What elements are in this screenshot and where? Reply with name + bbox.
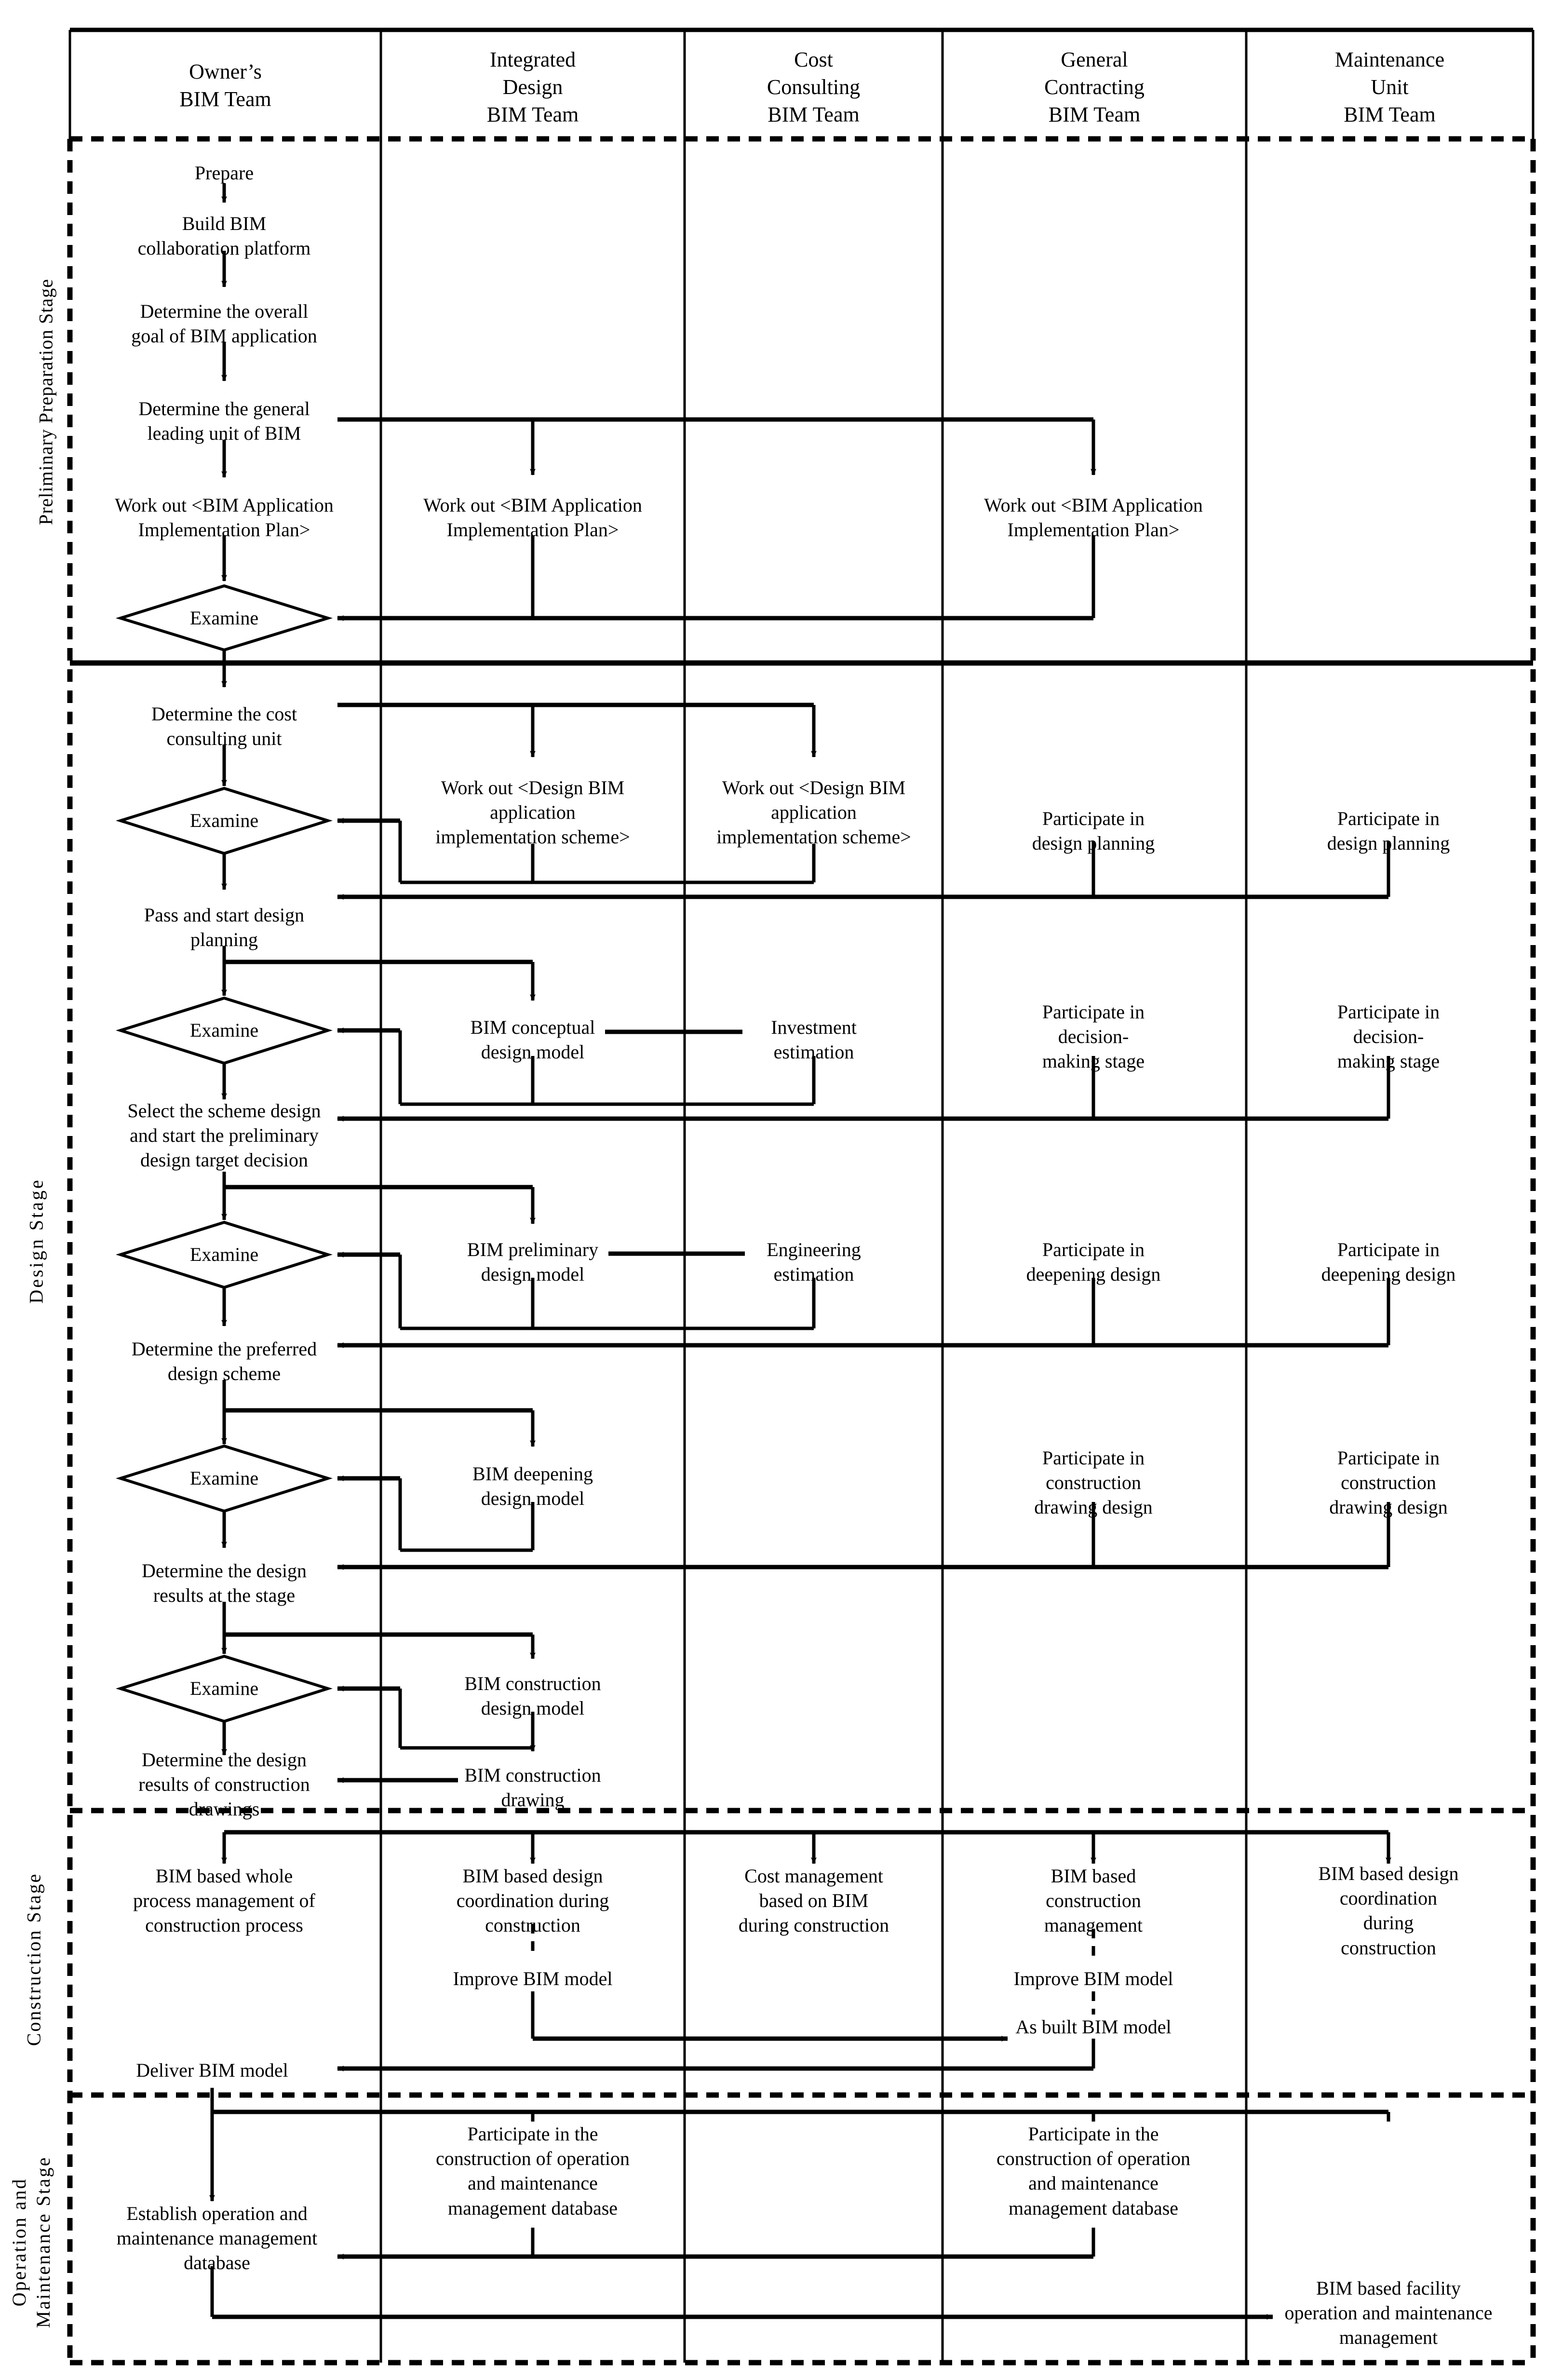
examine-diamond xyxy=(115,786,333,855)
table-frame xyxy=(68,27,1535,139)
stage-label-design: Design Stage xyxy=(25,1178,47,1304)
node-determine-design-results-drawings: Determine the design results of construc… xyxy=(138,1749,310,1820)
node-general-participate-deepening-design: Participate in deepening design xyxy=(1026,1239,1161,1285)
examine-diamond xyxy=(115,996,333,1065)
node-as-built-bim-model: As built BIM model xyxy=(1015,2016,1172,2038)
examine-diamonds xyxy=(115,584,333,1723)
swimlane-dividers xyxy=(379,139,1248,2363)
node-prepare: Prepare xyxy=(194,162,254,184)
node-build-bim-collaboration-platform: Build BIM collaboration platform xyxy=(137,213,311,259)
column-header-cost: Cost Consulting BIM Team xyxy=(767,48,861,127)
node-examine-design-5: Examine xyxy=(189,1677,259,1699)
node-general-participate-decision-making: Participate in decision- making stage xyxy=(1042,1001,1145,1072)
node-establish-operation-maintenance-db: Establish operation and maintenance mana… xyxy=(116,2203,318,2274)
column-header-maintenance: Maintenance Unit BIM Team xyxy=(1334,48,1445,127)
examine-diamond xyxy=(115,1654,333,1723)
node-integrated-participate-om-db: Participate in the construction of opera… xyxy=(435,2123,630,2219)
column-header-integrated: Integrated Design BIM Team xyxy=(486,48,579,127)
node-cost-management-during-construction: Cost management based on BIM during cons… xyxy=(738,1865,889,1936)
node-examine-design-3: Examine xyxy=(189,1244,259,1265)
node-owner-work-out-bim-plan: Work out <BIM Application Implementation… xyxy=(115,494,334,541)
examine-diamond xyxy=(115,1220,333,1289)
node-general-participate-construction-drawing: Participate in construction drawing desi… xyxy=(1034,1447,1153,1518)
node-determine-preferred-design-scheme: Determine the preferred design scheme xyxy=(131,1338,317,1385)
node-examine-design-4: Examine xyxy=(189,1467,259,1489)
node-general-work-out-bim-plan: Work out <BIM Application Implementation… xyxy=(984,494,1203,541)
node-determine-cost-consulting-unit: Determine the cost consulting unit xyxy=(151,703,297,750)
node-general-participate-om-db: Participate in the construction of opera… xyxy=(996,2123,1191,2219)
node-examine-prep: Examine xyxy=(189,607,259,629)
examine-diamond xyxy=(115,584,333,652)
node-examine-design-2: Examine xyxy=(189,1019,259,1041)
column-header-general: General Contracting BIM Team xyxy=(1044,48,1145,127)
node-general-participate-design-planning: Participate in design planning xyxy=(1032,808,1155,854)
stage-separators xyxy=(67,136,1536,2366)
construction-stage-connectors xyxy=(221,1830,1391,2071)
node-maintenance-participate-deepening-design: Participate in deepening design xyxy=(1321,1239,1456,1285)
node-cost-design-bim-scheme: Work out <Design BIM application impleme… xyxy=(716,777,911,848)
node-bim-whole-process-management: BIM based whole process management of co… xyxy=(133,1865,315,1936)
node-bim-facility-operation-maintenance: BIM based facility operation and mainten… xyxy=(1284,2277,1493,2349)
node-deliver-bim-model: Deliver BIM model xyxy=(136,2059,288,2081)
node-general-improve-bim-model: Improve BIM model xyxy=(1013,1968,1173,1989)
node-maintenance-participate-construction-drawing: Participate in construction drawing desi… xyxy=(1329,1447,1448,1518)
node-bim-preliminary-design-model: BIM preliminary design model xyxy=(467,1239,599,1285)
prep-stage-connectors xyxy=(221,183,1096,688)
node-pass-start-design-planning: Pass and start design planning xyxy=(144,904,305,951)
node-examine-design-1: Examine xyxy=(189,810,259,831)
node-maintenance-participate-design-planning: Participate in design planning xyxy=(1327,808,1450,854)
node-integrated-improve-bim-model: Improve BIM model xyxy=(453,1968,613,1989)
node-determine-design-results-stage: Determine the design results at the stag… xyxy=(141,1560,307,1607)
node-bim-deepening-design-model: BIM deepening design model xyxy=(472,1463,593,1510)
node-determine-general-leading-unit: Determine the general leading unit of BI… xyxy=(138,398,310,445)
node-bim-design-coordination-construction: BIM based design coordination during con… xyxy=(456,1865,609,1936)
node-select-scheme-design: Select the scheme design and start the p… xyxy=(127,1100,321,1171)
node-bim-construction-drawing: BIM construction drawing xyxy=(464,1764,601,1811)
node-bim-construction-design-model: BIM construction design model xyxy=(464,1673,601,1719)
examine-diamond xyxy=(115,1444,333,1513)
design-stage-connectors xyxy=(221,703,1390,1783)
node-bim-conceptual-design-model: BIM conceptual design model xyxy=(470,1016,595,1063)
node-determine-overall-goal: Determine the overall goal of BIM applic… xyxy=(131,300,317,347)
node-integrated-work-out-bim-plan: Work out <BIM Application Implementation… xyxy=(423,494,642,541)
opmaint-stage-connectors xyxy=(209,2088,1390,2320)
stage-label-operation-maintenance: Operation and Maintenance Stage xyxy=(8,2156,54,2328)
node-bim-construction-management: BIM based construction management xyxy=(1044,1865,1143,1936)
stage-label-preliminary-preparation: Preliminary Preparation Stage xyxy=(35,278,57,526)
node-maintenance-bim-design-coordination: BIM based design coordination during con… xyxy=(1318,1863,1459,1959)
node-investment-estimation: Investment estimation xyxy=(771,1016,857,1063)
column-header-owner: Owner’s BIM Team xyxy=(179,60,271,111)
node-integrated-design-bim-scheme: Work out <Design BIM application impleme… xyxy=(435,777,630,848)
node-maintenance-participate-decision-making: Participate in decision- making stage xyxy=(1337,1001,1440,1072)
node-engineering-estimation: Engineering estimation xyxy=(767,1239,861,1285)
